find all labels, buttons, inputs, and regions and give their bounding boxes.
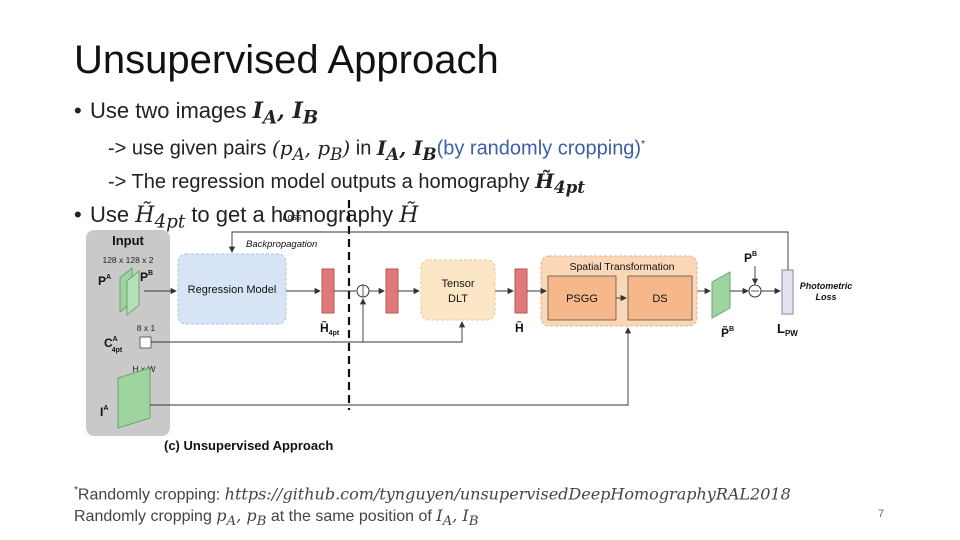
bullet-2: • Use H̃4pt to get a homography H̃ [74, 200, 645, 236]
psgg-box [547, 275, 617, 321]
sub-1-star: * [641, 139, 645, 151]
sub-1-math-1: (pA, pB) [271, 136, 351, 165]
slide-title: Unsupervised Approach [74, 38, 499, 82]
loss-block [781, 269, 794, 315]
bullet-1-sub-2: -> The regression model outputs a homogr… [74, 168, 645, 200]
bullet-list: • Use two images IA, IB -> use given pair… [74, 96, 645, 236]
bullet-dot: • [74, 98, 82, 123]
footnote-1-prefix: Randomly cropping: [77, 486, 225, 504]
bullet-2-math-1: H̃4pt [135, 203, 186, 233]
image-ia [117, 367, 151, 429]
c4pt-size: 8 x 1 [137, 323, 156, 333]
photometric-label-1: Photometric [800, 281, 853, 291]
c4pt-vector [139, 336, 152, 349]
regression-model-box [177, 253, 287, 325]
psgg-label: PSGG [566, 293, 598, 305]
tensor-dlt-label-1: Tensor [441, 278, 474, 290]
bullet-2-prefix: Use [90, 202, 136, 228]
arrow-ia-spatial [150, 327, 632, 406]
footnote: *Randomly cropping: https://github.com/t… [74, 480, 791, 533]
ia-size: H x W [132, 364, 155, 374]
tensor-dlt-box [420, 259, 496, 321]
label-pb-warp: P̃B [721, 325, 734, 340]
bullet-1: • Use two images IA, IB [74, 96, 645, 132]
footnote-star: * [74, 485, 78, 496]
warped-patch [711, 271, 731, 319]
ds-label: DS [652, 293, 667, 305]
bullet-1-math: IA, IB [252, 98, 319, 129]
h4pt-block [321, 268, 335, 314]
backprop-line [228, 231, 789, 270]
sub-2-math: H̃4pt [535, 169, 585, 198]
sub-1-note: (by randomly cropping) [436, 138, 642, 161]
c4pt-sum-block [385, 268, 399, 314]
ds-box [627, 275, 693, 321]
footnote-line-1: *Randomly cropping: https://github.com/t… [74, 480, 791, 505]
footnote-url[interactable]: https://github.com/tynguyen/unsupervised… [224, 484, 791, 504]
sub-1-math-2: IA, IB [376, 136, 437, 165]
page-number: 7 [878, 508, 885, 520]
bullet-2-math-2: H̃ [399, 203, 419, 229]
label-pb-top: PB [744, 251, 757, 265]
bullet-1-sub-1: -> use given pairs (pA, pB) in IA, IB(by… [74, 132, 645, 168]
bullet-2-mid: to get a homography [185, 202, 400, 228]
spatial-transformation-label: Spatial Transformation [569, 261, 674, 273]
sub-2-prefix: -> The regression model outputs a homogr… [108, 171, 536, 194]
label-lpw: LPW [777, 321, 798, 338]
bullet-dot: • [74, 202, 82, 228]
tensor-dlt-label-2: DLT [448, 293, 468, 305]
label-h4pt: H̃4pt [320, 320, 340, 337]
diagram-caption: (c) Unsupervised Approach [164, 438, 333, 453]
arrow-c4pt-dlt [363, 321, 466, 343]
footnote-2-prefix: Randomly cropping [74, 508, 217, 526]
regression-model-label: Regression Model [188, 284, 277, 296]
footnote-2-math-1: pA, pB [216, 506, 267, 530]
bullet-1-text: Use two images [90, 98, 253, 123]
loss-top-label: Loss [282, 212, 302, 222]
sub-1-prefix: -> use given pairs [108, 138, 272, 161]
input-size: 128 x 128 x 2 [102, 255, 153, 265]
patch-b [126, 269, 140, 317]
footnote-line-2: Randomly cropping pA, pB at the same pos… [74, 505, 791, 532]
label-h: H̃ [515, 320, 524, 335]
sub-1-mid: in [350, 138, 377, 161]
backprop-label: Backpropagation [246, 239, 317, 250]
input-title: Input [112, 233, 144, 248]
footnote-2-mid: at the same position of [266, 508, 437, 526]
footnote-2-math-2: IA, IB [436, 506, 479, 530]
photometric-label-2: Loss [815, 292, 836, 302]
h-block [514, 268, 528, 314]
